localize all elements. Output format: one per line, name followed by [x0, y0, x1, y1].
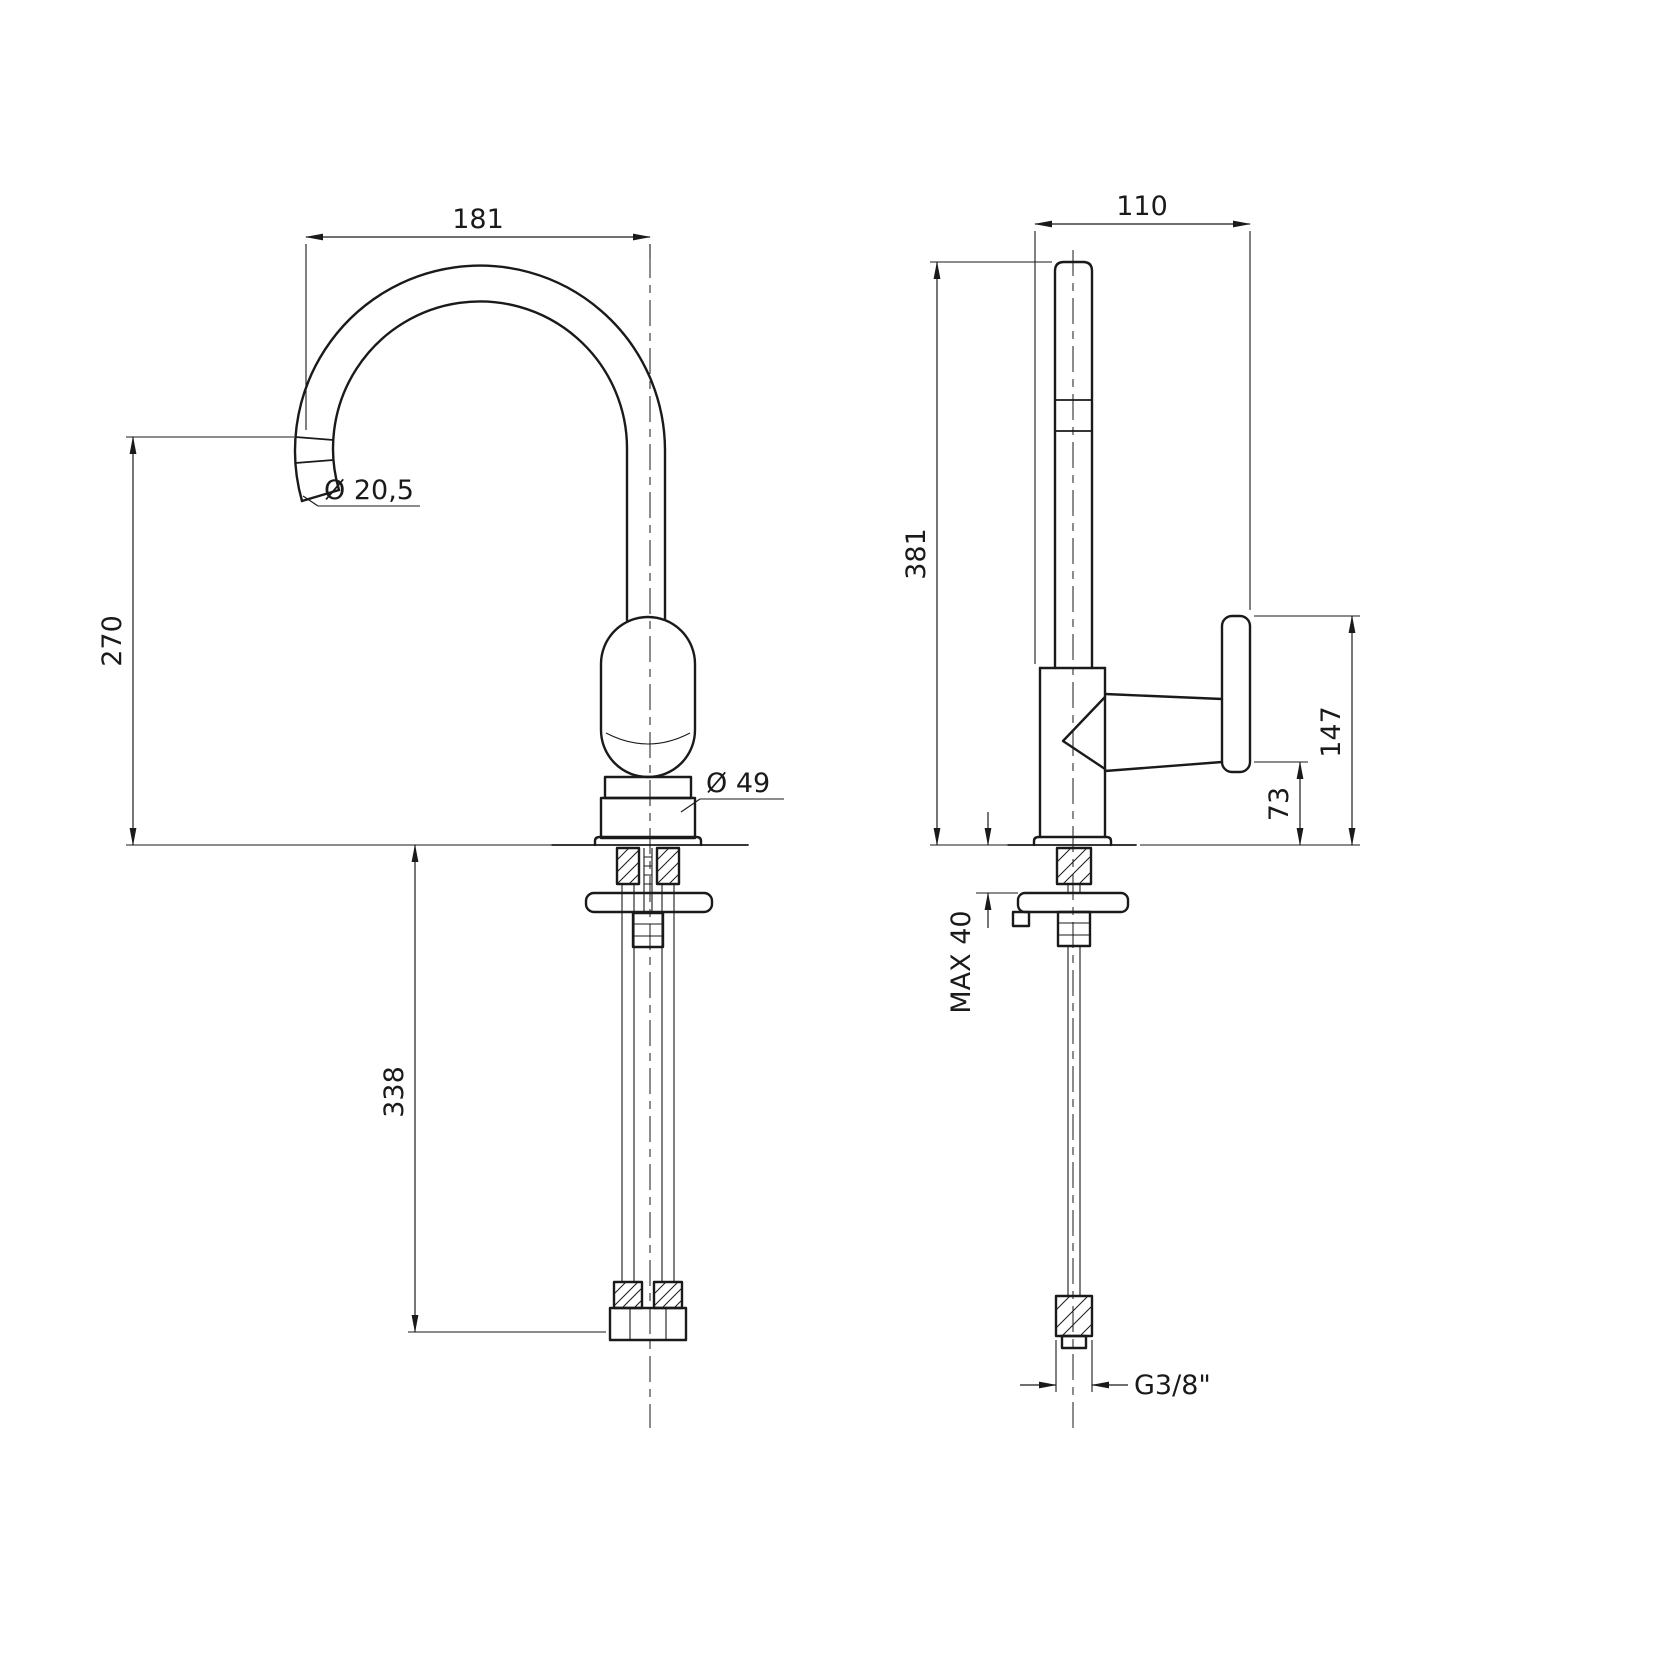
- dim-supply-thread: G3/8": [1020, 1340, 1211, 1401]
- dim-label-depth: 110: [1116, 191, 1168, 222]
- dim-label-supply-thread: G3/8": [1134, 1370, 1211, 1401]
- dim-label-handle-bottom-height: 73: [1264, 787, 1295, 821]
- dim-label-body-diameter: Ø 49: [706, 768, 770, 799]
- dim-handle-top-height: 147: [1140, 615, 1360, 846]
- front-mounting-nut: [631, 911, 665, 949]
- dim-under-counter-length: 338: [379, 844, 606, 1333]
- dim-label-spout-reach: 181: [452, 204, 504, 235]
- dim-label-handle-top-height: 147: [1316, 706, 1347, 758]
- dim-spout-tip-diameter: Ø 20,5: [302, 475, 420, 507]
- side-view: 110 381 147 73: [901, 191, 1360, 1428]
- front-under-counter: [584, 846, 714, 1342]
- front-view: 181 Ø 20,5 270 Ø 49: [97, 204, 784, 1428]
- dim-spout-height: 270: [97, 436, 552, 846]
- dim-spout-reach: 181: [305, 204, 651, 430]
- dim-total-height: 381: [901, 261, 1052, 846]
- dim-label-total-height: 381: [901, 528, 932, 580]
- side-supply-hose: [1067, 946, 1081, 1296]
- front-supply-hoses: [621, 884, 675, 1282]
- side-handle-lever: [1103, 614, 1252, 774]
- dim-body-diameter: Ø 49: [680, 768, 784, 813]
- dim-label-max-deck-thickness: MAX 40: [946, 910, 977, 1013]
- side-mounting-nut: [1056, 910, 1092, 948]
- dim-depth: 110: [1034, 191, 1251, 664]
- dim-max-deck-thickness: MAX 40: [946, 812, 1018, 1014]
- dim-label-under-counter-length: 338: [379, 1066, 410, 1118]
- side-riser-pipe: [1053, 260, 1094, 670]
- front-mixer-body: [551, 615, 749, 847]
- front-bottom-nut: [608, 1306, 688, 1342]
- front-spout-outline: [293, 264, 667, 622]
- side-under-counter: [1011, 846, 1130, 1350]
- drawing-root: 181 Ø 20,5 270 Ø 49: [97, 191, 1360, 1428]
- side-mixer-body: [1007, 666, 1137, 847]
- dim-label-spout-height: 270: [97, 615, 128, 667]
- dim-label-spout-tip-diameter: Ø 20,5: [324, 475, 414, 506]
- dim-handle-bottom-height: 73: [1254, 761, 1308, 846]
- front-mounting-washer: [584, 891, 714, 914]
